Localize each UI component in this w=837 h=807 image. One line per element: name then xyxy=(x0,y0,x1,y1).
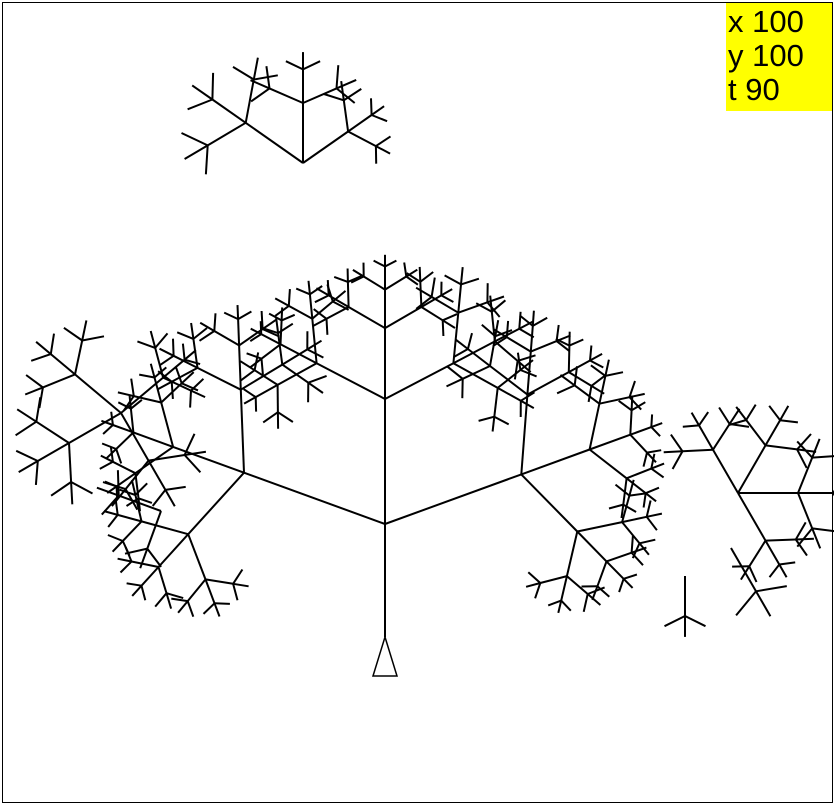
turtle-triangle-icon xyxy=(371,634,399,677)
heading-readout: t 90 xyxy=(728,72,780,107)
x-coordinate-readout: x 100 xyxy=(728,4,804,39)
fractal-tree-drawing xyxy=(15,52,834,677)
y-coordinate-readout: y 100 xyxy=(728,38,804,73)
turtle-status-panel: x 100 y 100 t 90 xyxy=(726,3,832,111)
